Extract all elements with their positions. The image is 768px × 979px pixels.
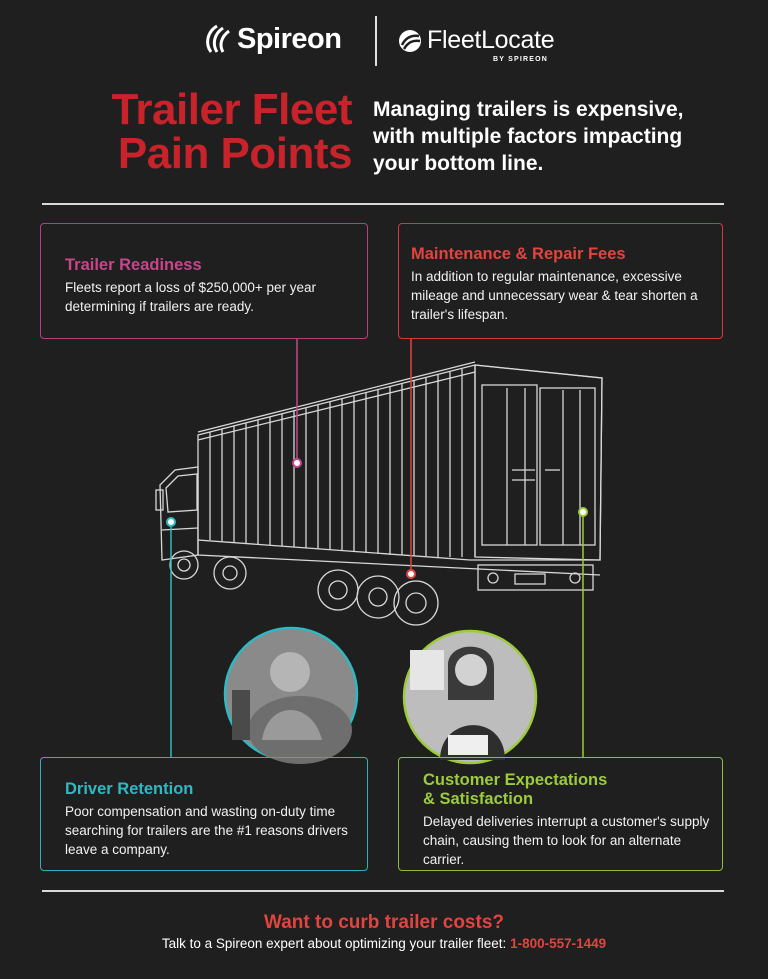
page-subtitle: Managing trailers is expensive, with mul… [373,98,684,175]
customer-title-line-1: Customer Expectations [423,771,608,789]
logo-bar: Spireon FleetLocate BY SPIREON [0,14,768,72]
fleetlocate-tagline: BY SPIREON [493,56,549,63]
driver-retention-title: Driver Retention [65,780,194,798]
bottom-divider [42,890,724,892]
title-line-1: Trailer Fleet [111,85,352,134]
fleetlocate-wordmark: FleetLocate [427,26,555,54]
cta-heading: Want to curb trailer costs? [264,912,504,933]
trailer-readiness-title: Trailer Readiness [65,256,202,274]
readiness-dot [292,458,302,468]
spireon-wordmark: Spireon [237,22,342,55]
fleetlocate-globe-icon [399,29,421,52]
driver-photo [223,626,359,764]
customer-expectations-title: Customer Expectations & Satisfaction [423,771,712,809]
logo-divider [375,16,377,66]
driver-retention-text: Poor compensation and wasting on-duty ti… [65,804,348,857]
spireon-logo[interactable]: Spireon [203,22,342,56]
trailer-readiness-card: Trailer Readiness Fleets report a loss o… [40,223,368,339]
maintenance-card: Maintenance & Repair Fees In addition to… [398,223,723,339]
truck-wheels [169,550,439,626]
maintenance-text: In addition to regular maintenance, exce… [411,269,698,322]
driver-retention-card: Driver Retention Poor compensation and w… [40,757,368,871]
connector-dots [166,458,588,579]
customer-photo [402,629,538,765]
cta-line: Talk to a Spireon expert about optimizin… [0,936,768,951]
customer-title-line-2: & Satisfaction [423,790,534,808]
title-line-2: Pain Points [117,129,353,178]
trailer-readiness-text: Fleets report a loss of $250,000+ per ye… [65,280,317,314]
cta-text: Talk to a Spireon expert about optimizin… [161,936,507,951]
maintenance-title: Maintenance & Repair Fees [411,245,626,263]
customer-expectations-card: Customer Expectations & Satisfaction Del… [398,757,723,871]
connector-lines [170,339,584,757]
spireon-swoosh-icon [206,24,230,53]
top-divider [42,203,724,205]
driver-dot [166,517,176,527]
trailer-ribs [209,369,463,557]
page-title: Trailer Fleet Pain Points [60,88,352,176]
maintenance-dot [406,569,416,579]
truck-drawing [155,361,603,626]
phone-link[interactable]: 1-800-557-1449 [510,936,607,951]
customer-dot [578,507,588,517]
customer-expectations-text: Delayed deliveries interrupt a customer'… [423,814,710,867]
fleetlocate-logo[interactable]: FleetLocate BY SPIREON [397,26,555,63]
